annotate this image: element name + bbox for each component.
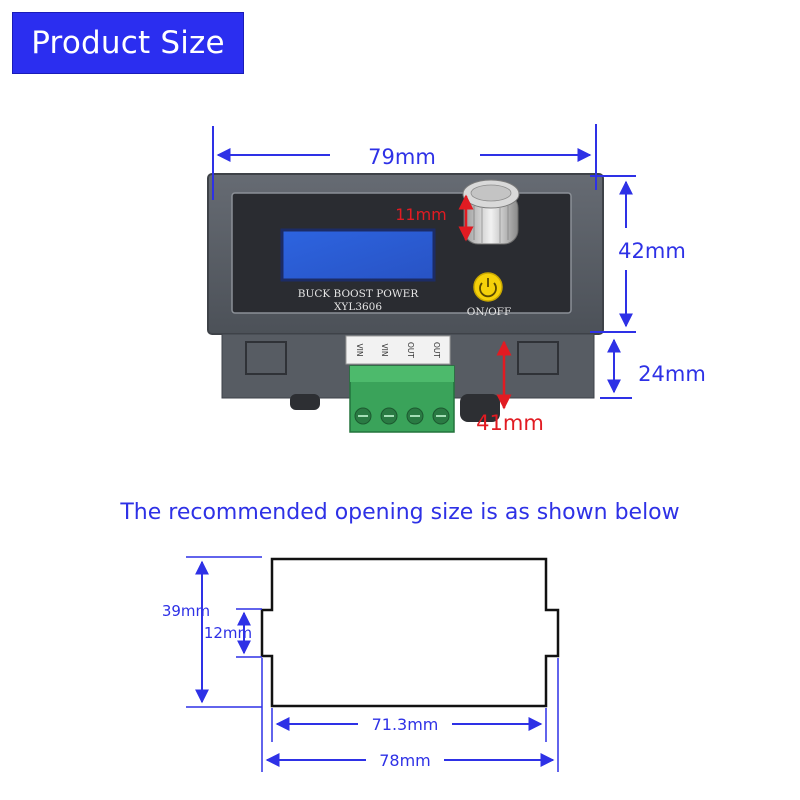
opening-shape — [260, 557, 560, 708]
terminal-block — [349, 365, 455, 433]
depth-dimension: 24mm — [600, 338, 706, 399]
right-clip — [517, 341, 559, 375]
terminal-label-4: OUT — [432, 342, 441, 358]
width-dimension: 79mm — [212, 124, 597, 200]
product-module: BUCK BOOST POWER XYL3606 ON/OFF VIN — [207, 173, 604, 433]
lcd-screen — [280, 228, 436, 282]
product-size-badge: Product Size — [12, 12, 244, 74]
opening-outline: 39mm 12mm 71.3mm 78mm — [162, 556, 560, 772]
terminal-dimension: 41mm — [476, 340, 544, 435]
page-title: Product Size — [31, 25, 225, 61]
left-clip — [245, 341, 287, 375]
terminal-length-label: 41mm — [476, 411, 544, 435]
right-screw-mount — [460, 394, 500, 422]
width-label: 79mm — [368, 145, 436, 169]
inner-width-label: 71.3mm — [372, 715, 439, 734]
power-icon — [479, 278, 497, 298]
power-button-label: ON/OFF — [467, 306, 512, 318]
panel-line2: XYL3606 — [334, 301, 382, 313]
terminal-label-3: OUT — [406, 342, 415, 358]
terminal-label-strip — [345, 335, 451, 365]
outer-width-label: 78mm — [379, 751, 431, 770]
terminal-label-1: VIN — [355, 344, 364, 357]
left-screw-mount — [290, 394, 320, 410]
knob-label: 11mm — [395, 205, 447, 224]
opening-caption: The recommended opening size is as shown… — [120, 500, 680, 525]
adjust-knob[interactable] — [462, 179, 520, 245]
notch-label: 12mm — [204, 624, 252, 642]
terminal-label-2: VIN — [380, 344, 389, 357]
depth-label: 24mm — [638, 362, 706, 386]
panel-line1: BUCK BOOST POWER — [298, 288, 420, 300]
knob-dimension: 11mm — [395, 194, 474, 242]
height-label: 42mm — [618, 239, 686, 263]
opening-height-label: 39mm — [162, 602, 210, 620]
height-dimension: 42mm — [590, 175, 686, 333]
